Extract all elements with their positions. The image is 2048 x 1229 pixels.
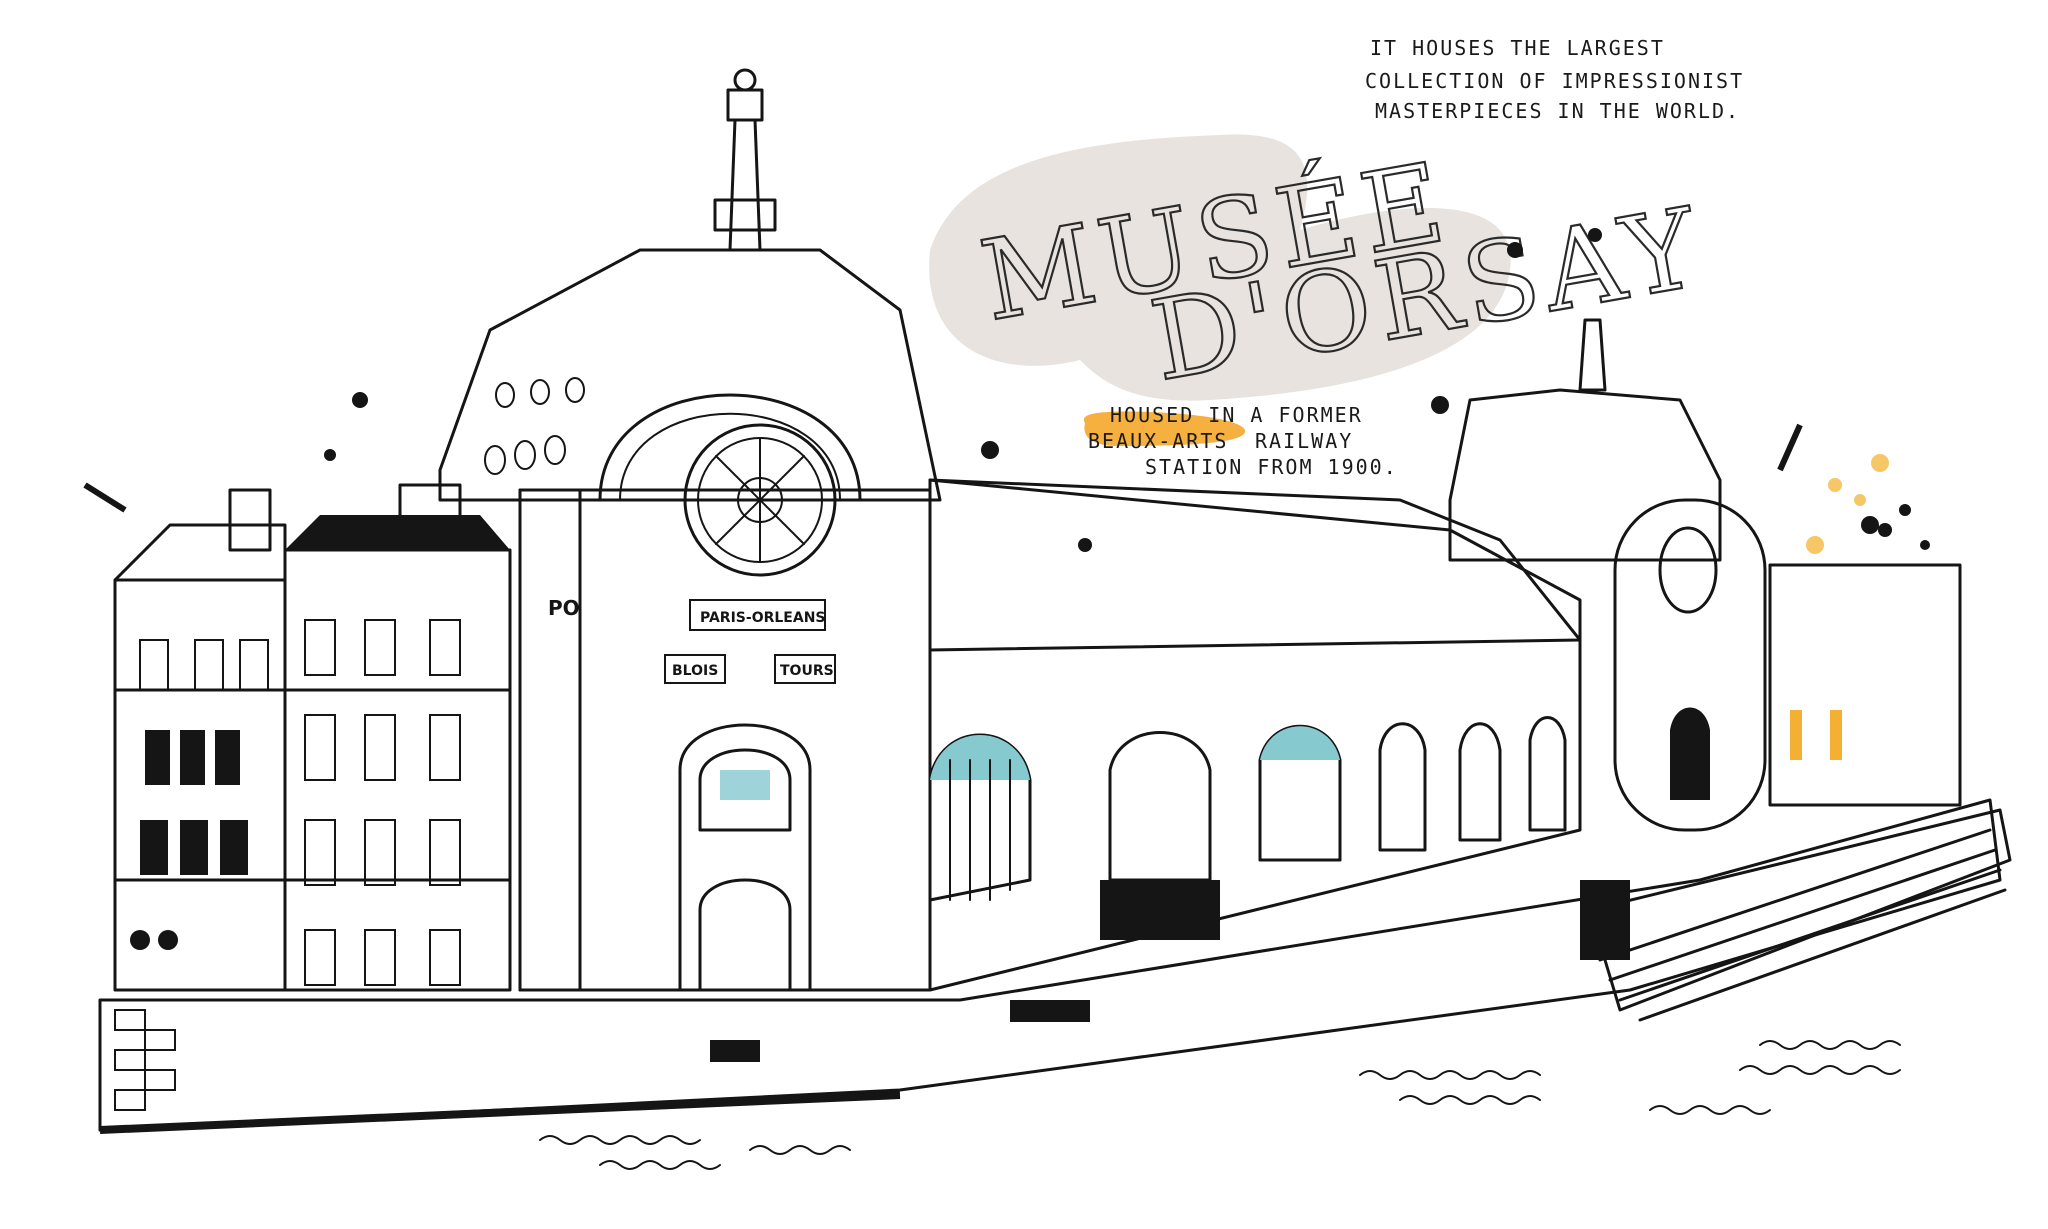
- note-top-line3: MASTERPIECES IN THE WORLD.: [1375, 99, 1740, 123]
- right-clock-pavilion: [1448, 318, 1962, 832]
- accent-dots: [1806, 454, 1889, 554]
- clock-face: [683, 423, 837, 577]
- sign-paris-orleans: [689, 599, 826, 631]
- note-largest-collection: IT HOUSES THE LARGEST COLLECTION OF IMPR…: [1365, 36, 1744, 123]
- sign-paris-orleans-text: PARIS-ORLEANS: [700, 610, 826, 626]
- embankment: [98, 798, 2012, 1134]
- note-former-railway-station: HOUSED IN A FORMER BEAUX-ARTS RAILWAY ST…: [1083, 403, 1398, 479]
- note-mid-line1: HOUSED IN A FORMER: [1110, 403, 1363, 427]
- left-buildings: [113, 483, 512, 992]
- water-ripples: [539, 1040, 1901, 1170]
- note-top-line1: IT HOUSES THE LARGEST: [1370, 36, 1665, 60]
- sign-tours-text: TOURS: [780, 663, 834, 679]
- clock-pavilion: PARIS-ORLEANS BLOIS TOURS PO: [438, 68, 942, 992]
- note-mid-line2: RAILWAY: [1255, 429, 1353, 453]
- right-clock-window: [1658, 526, 1718, 614]
- note-top-line2: COLLECTION OF IMPRESSIONIST: [1365, 69, 1744, 93]
- sign-po-text: PO: [548, 596, 580, 620]
- highlight-swash: [1083, 411, 1246, 446]
- note-mid-line3: STATION FROM 1900.: [1145, 455, 1398, 479]
- sign-blois-text: BLOIS: [672, 663, 718, 679]
- ink-splatters: [83, 228, 1930, 552]
- note-mid-highlight: BEAUX-ARTS: [1088, 429, 1228, 453]
- title-blob: [929, 134, 1511, 401]
- central-hall: [928, 478, 1582, 992]
